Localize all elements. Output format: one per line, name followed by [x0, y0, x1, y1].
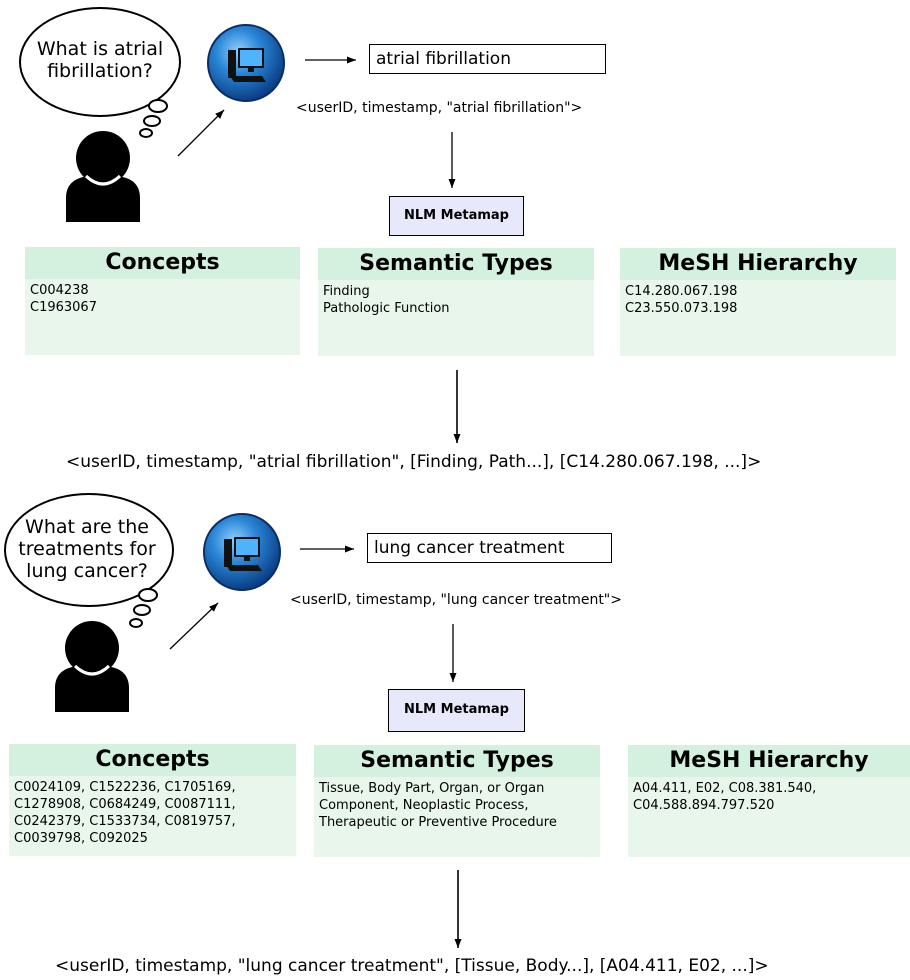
computer-icon [203, 513, 281, 591]
panel-line: Tissue, Body Part, Organ, or Organ [319, 781, 545, 796]
query-tuple: <userID, timestamp, "lung cancer treatme… [290, 592, 622, 608]
panel-title: MeSH Hierarchy [628, 745, 910, 777]
thought-bubble-1 [19, 7, 181, 138]
search-query-box: lung cancer treatment [367, 533, 612, 563]
nlm-metamap-box: NLM Metamap [389, 196, 524, 236]
question-line: What is atrial [36, 38, 164, 60]
panel-line: Therapeutic or Preventive Procedure [319, 815, 557, 830]
panel-title: Semantic Types [318, 248, 594, 280]
panel-line: C1963067 [30, 300, 97, 315]
mesh-hierarchy-panel: MeSH Hierarchy A04.411, E02, C08.381.540… [628, 745, 910, 857]
panel-line: A04.411, E02, C08.381.540, [633, 781, 817, 796]
computer-icon [207, 24, 285, 102]
user-to-computer-arrow [177, 109, 225, 157]
concepts-panel: Concepts C004238 C1963067 [25, 247, 300, 355]
panel-title: MeSH Hierarchy [620, 248, 896, 280]
panel-line: C1278908, C0684249, C0087111, [14, 797, 236, 812]
panel-line: C23.550.073.198 [625, 301, 738, 316]
panel-line: C0039798, C092025 [14, 831, 148, 846]
panel-line: Pathologic Function [323, 301, 450, 316]
concepts-panel: Concepts C0024109, C1522236, C1705169, C… [9, 744, 296, 856]
panel-line: C04.588.894.797.520 [633, 798, 775, 813]
user-to-computer-arrow [169, 602, 219, 650]
question-line: fibrillation? [47, 60, 153, 82]
semantic-types-panel: Semantic Types Finding Pathologic Functi… [318, 248, 594, 356]
question-line: treatments for [18, 538, 156, 560]
search-query-box: atrial fibrillation [369, 44, 606, 74]
question-line: What are the [25, 516, 149, 538]
result-tuple: <userID, timestamp, "lung cancer treatme… [55, 956, 769, 976]
query-tuple: <userID, timestamp, "atrial fibrillation… [296, 100, 583, 116]
user-icon [55, 621, 129, 712]
result-tuple: <userID, timestamp, "atrial fibrillation… [66, 452, 762, 472]
semantic-types-panel: Semantic Types Tissue, Body Part, Organ,… [314, 745, 600, 857]
question-bubble-text: What is atrial fibrillation? [30, 38, 170, 82]
panel-title: Concepts [25, 247, 300, 279]
panel-line: Component, Neoplastic Process, [319, 798, 529, 813]
mesh-hierarchy-panel: MeSH Hierarchy C14.280.067.198 C23.550.0… [620, 248, 896, 356]
panel-line: Finding [323, 284, 370, 299]
question-line: lung cancer? [26, 560, 148, 582]
user-icon [66, 131, 140, 222]
question-bubble-text: What are the treatments for lung cancer? [12, 516, 162, 582]
panel-line: C004238 [30, 283, 89, 298]
panel-title: Semantic Types [314, 745, 600, 777]
panel-line: C0024109, C1522236, C1705169, [14, 780, 236, 795]
nlm-metamap-box: NLM Metamap [388, 689, 525, 732]
panel-title: Concepts [9, 744, 296, 776]
panel-line: C0242379, C1533734, C0819757, [14, 814, 236, 829]
thought-bubble-2 [4, 493, 174, 628]
panel-line: C14.280.067.198 [625, 284, 738, 299]
